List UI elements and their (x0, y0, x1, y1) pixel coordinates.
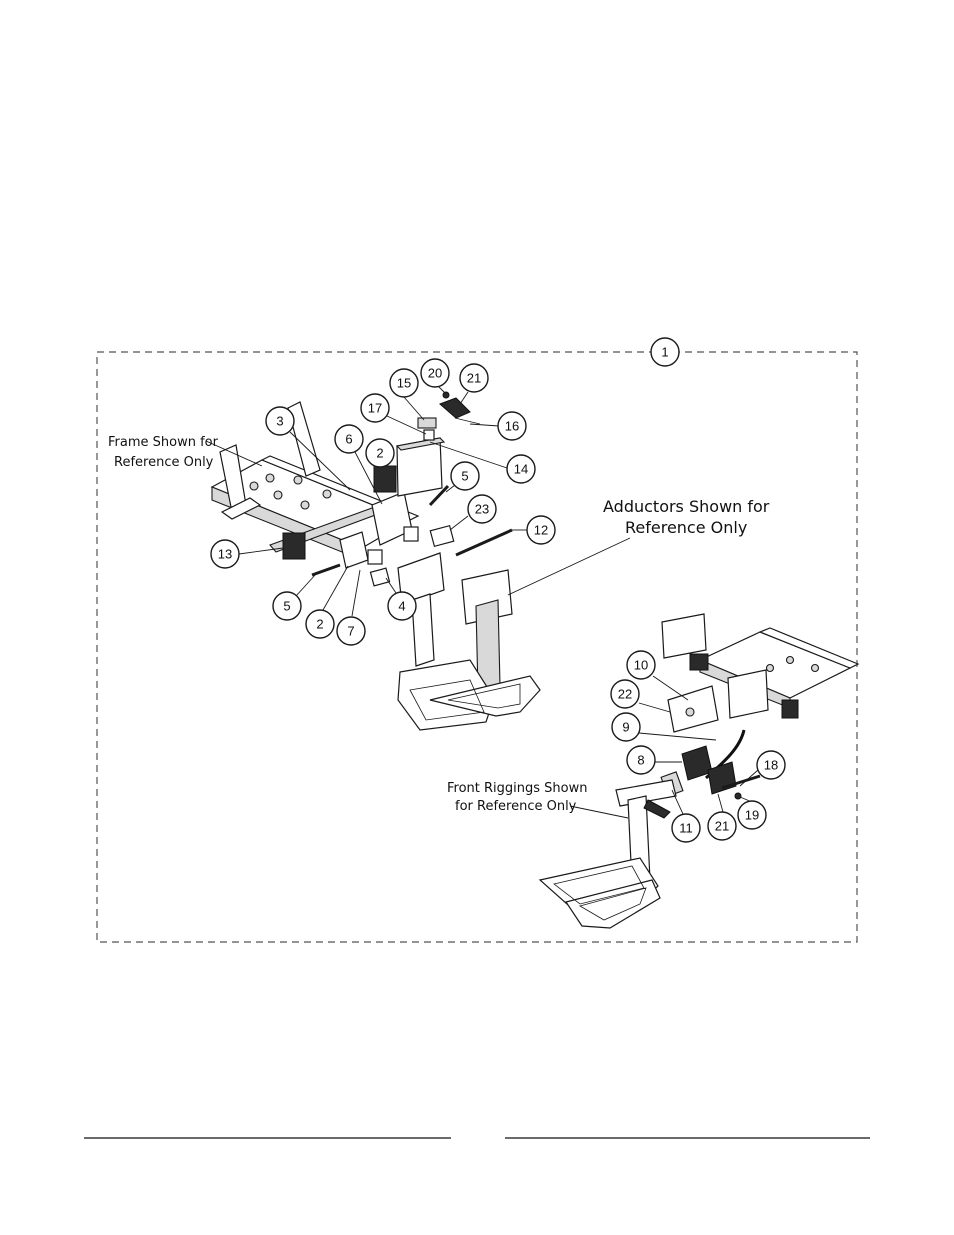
callout-8: 8 (627, 746, 655, 774)
front-rigging-illustration (540, 614, 858, 928)
callout-21-upper: 21 (460, 364, 488, 392)
svg-text:2: 2 (316, 617, 323, 632)
callout-19: 19 (738, 801, 766, 829)
svg-text:10: 10 (634, 658, 648, 673)
note-front-riggings-line-2: for Reference Only (455, 799, 577, 814)
svg-text:6: 6 (345, 432, 352, 447)
svg-text:18: 18 (764, 758, 778, 773)
svg-text:11: 11 (679, 821, 693, 836)
callout-14: 14 (507, 455, 535, 483)
callout-1: 1 (651, 338, 679, 366)
callout-9: 9 (612, 713, 640, 741)
note-front-riggings-line-1: Front Riggings Shown (447, 781, 588, 796)
svg-text:9: 9 (622, 720, 629, 735)
callout-5-lower: 5 (273, 592, 301, 620)
svg-text:20: 20 (428, 366, 442, 381)
callout-15: 15 (390, 369, 418, 397)
note-frame-line-1: Frame Shown for (108, 435, 219, 450)
svg-text:15: 15 (397, 376, 411, 391)
svg-text:12: 12 (534, 523, 548, 538)
callout-16: 16 (498, 412, 526, 440)
callout-23: 23 (468, 495, 496, 523)
callout-10: 10 (627, 651, 655, 679)
svg-text:13: 13 (218, 547, 232, 562)
svg-text:8: 8 (637, 753, 644, 768)
callout-11: 11 (672, 814, 700, 842)
callout-7: 7 (337, 617, 365, 645)
callout-17: 17 (361, 394, 389, 422)
note-adductors: Adductors Shown for Reference Only (508, 497, 770, 595)
callout-13: 13 (211, 540, 239, 568)
callout-6: 6 (335, 425, 363, 453)
callout-2-lower: 2 (306, 610, 334, 638)
svg-text:3: 3 (276, 414, 283, 429)
svg-text:5: 5 (461, 469, 468, 484)
svg-text:21: 21 (715, 819, 729, 834)
callout-5-upper: 5 (451, 462, 479, 490)
svg-text:23: 23 (475, 502, 489, 517)
callout-21-lower: 21 (708, 812, 736, 840)
svg-text:5: 5 (283, 599, 290, 614)
callout-4: 4 (388, 592, 416, 620)
callout-20: 20 (421, 359, 449, 387)
note-frame-line-2: Reference Only (114, 455, 214, 470)
callout-3: 3 (266, 407, 294, 435)
svg-text:2: 2 (376, 446, 383, 461)
svg-text:4: 4 (398, 599, 405, 614)
note-adductors-line-1: Adductors Shown for (603, 497, 770, 516)
callout-12: 12 (527, 516, 555, 544)
callout-2-upper: 2 (366, 439, 394, 467)
svg-text:16: 16 (505, 419, 519, 434)
svg-text:17: 17 (368, 401, 382, 416)
svg-text:7: 7 (347, 624, 354, 639)
svg-text:19: 19 (745, 808, 759, 823)
note-front-riggings: Front Riggings Shown for Reference Only (447, 781, 628, 818)
svg-text:21: 21 (467, 371, 481, 386)
svg-text:22: 22 (618, 687, 632, 702)
callout-18: 18 (757, 751, 785, 779)
callout-22: 22 (611, 680, 639, 708)
svg-text:14: 14 (514, 462, 528, 477)
note-adductors-line-2: Reference Only (625, 518, 747, 537)
svg-text:1: 1 (661, 345, 668, 360)
